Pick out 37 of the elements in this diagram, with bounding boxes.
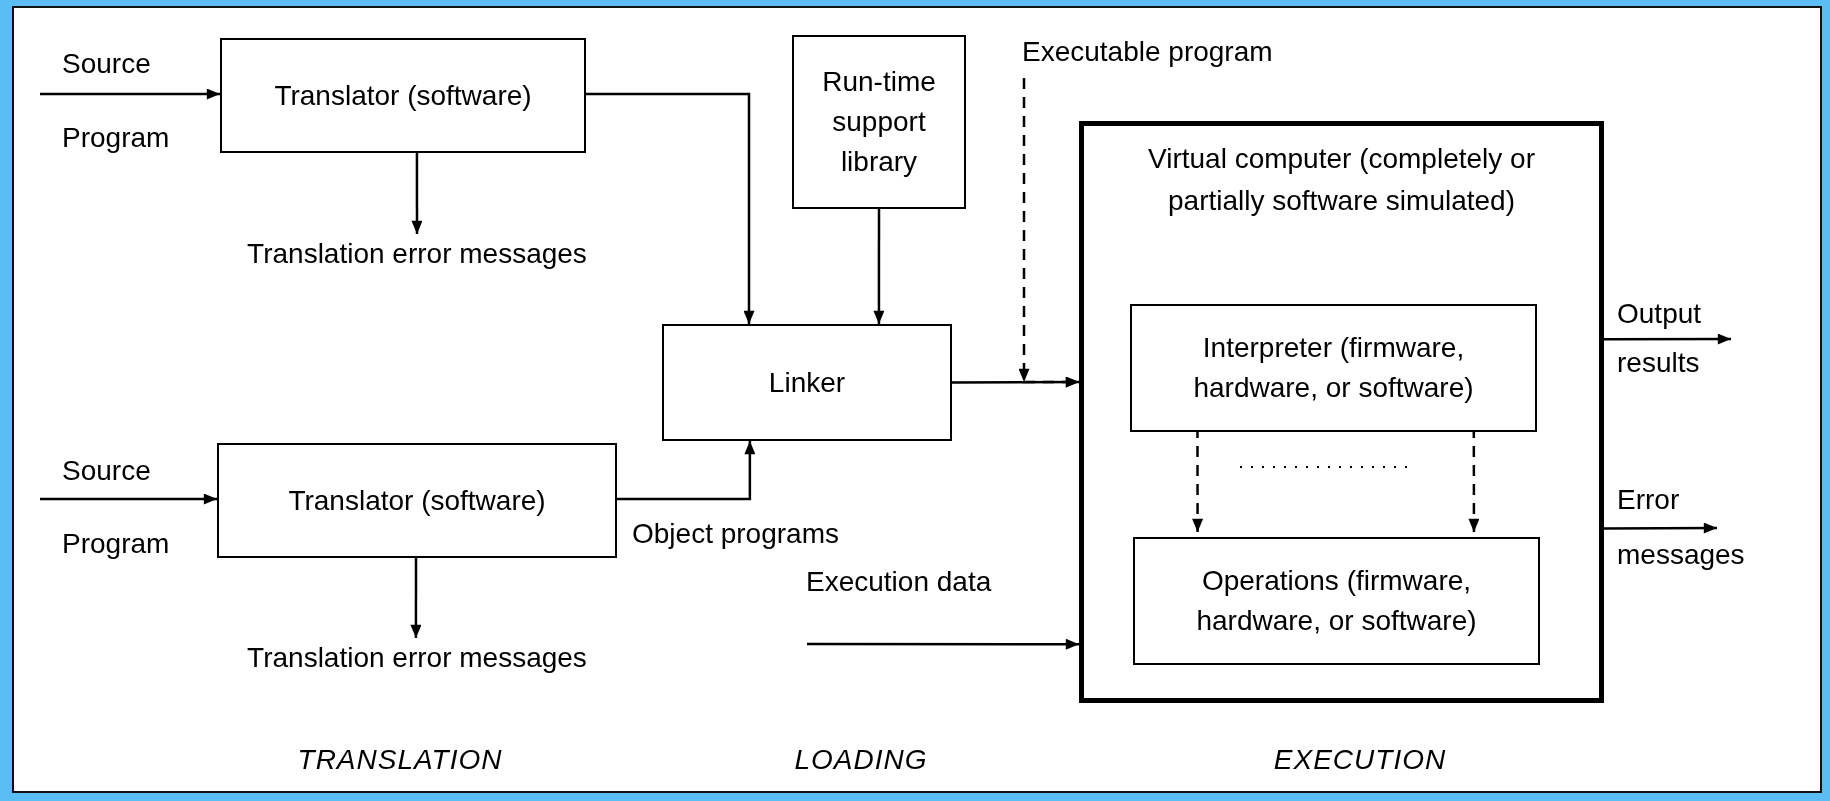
output-text: Translation error messages: [240, 234, 594, 274]
box-label: Translator (software): [274, 78, 532, 113]
arrow: [617, 441, 756, 501]
arrow: [586, 92, 755, 324]
arrow: [1604, 333, 1731, 345]
output-text: Translation error messages: [240, 638, 594, 678]
arrow: [410, 558, 422, 638]
section-label: TRANSLATION: [297, 744, 503, 776]
process-box: [662, 324, 952, 441]
container-box: [1079, 121, 1604, 703]
edge-label: Source Program: [62, 454, 171, 561]
edge-label: Object programs: [632, 517, 839, 551]
arrow: [807, 638, 1079, 650]
edge-label: Error messages: [1617, 483, 1746, 572]
edge-label: Source Program: [62, 47, 171, 155]
process-box: [217, 443, 617, 558]
edge-label: Executable program: [1022, 35, 1273, 69]
box-label: Run-time support library: [821, 65, 937, 179]
arrow: [411, 153, 423, 234]
edge-label: Execution data: [806, 565, 992, 599]
arrow: [40, 493, 217, 505]
box-label: Linker: [768, 365, 846, 400]
box-label: Interpreter (firmware, hardware, or software): [1192, 331, 1475, 405]
box-label: Translator (software): [288, 483, 546, 518]
section-label: LOADING: [794, 744, 928, 776]
arrow: [40, 88, 220, 100]
section-label: EXECUTION: [1273, 744, 1447, 776]
dashed-arrow: [1019, 78, 1079, 388]
arrow: [1604, 522, 1717, 534]
process-box: [1130, 304, 1537, 432]
process-box: [792, 35, 966, 209]
container-title: Virtual computer (completely or partially software simulated): [1147, 142, 1536, 218]
edge-label: Output results: [1617, 297, 1703, 380]
box-label: Operations (firmware, hardware, or software): [1195, 564, 1478, 638]
process-box: [220, 38, 586, 153]
arrow: [873, 209, 885, 324]
process-box: [1133, 537, 1540, 665]
